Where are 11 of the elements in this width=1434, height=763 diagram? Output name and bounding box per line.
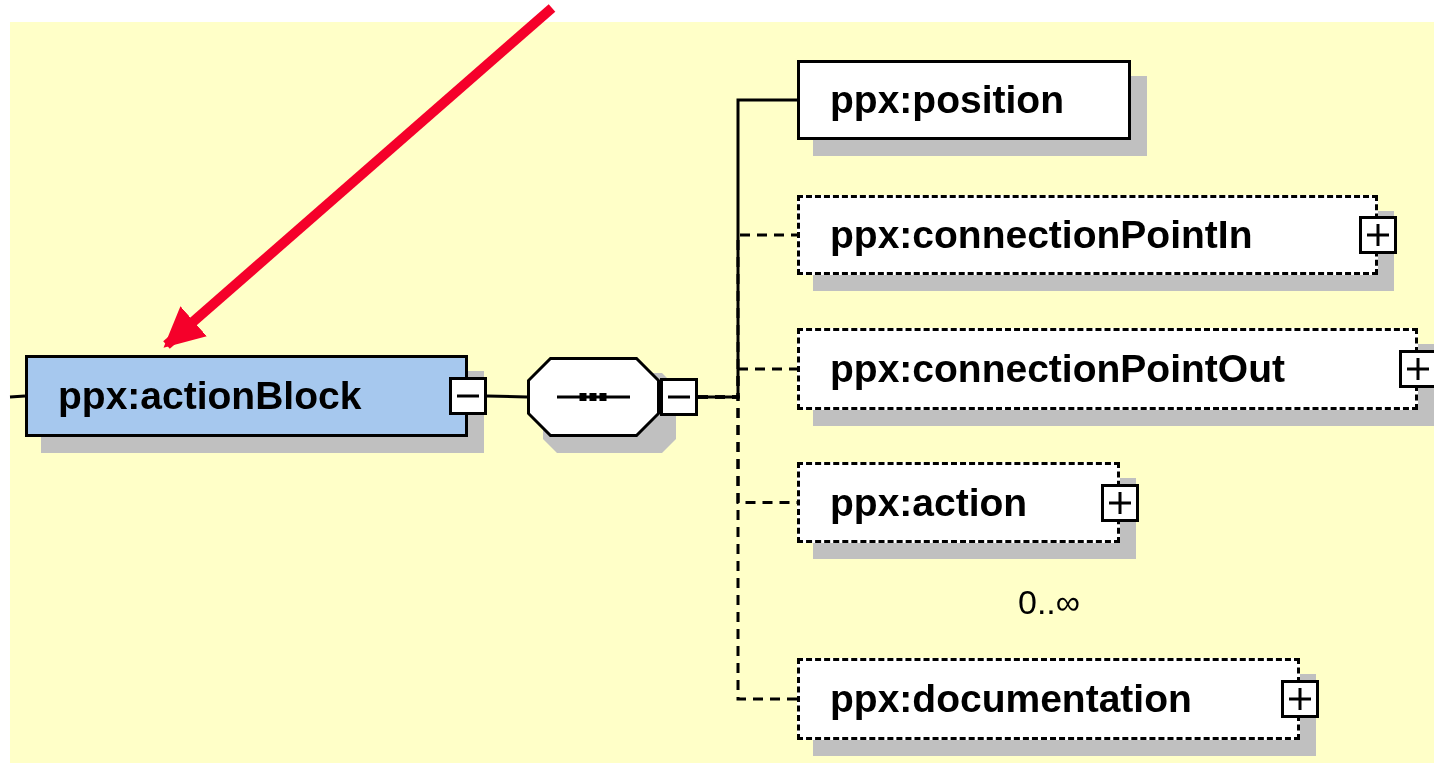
element-name: ppx:documentation bbox=[829, 677, 1192, 721]
arrow bbox=[163, 4, 556, 349]
connector-line bbox=[9, 394, 26, 399]
connector-line bbox=[486, 394, 528, 399]
element-name: ppx:connectionPointOut bbox=[829, 347, 1285, 391]
element-name: ppx:connectionPointIn bbox=[829, 213, 1253, 257]
element-name: ppx:actionBlock bbox=[57, 374, 362, 418]
connector-line bbox=[698, 395, 797, 701]
element-name: ppx:position bbox=[829, 78, 1064, 122]
occurrence-label: 0..∞ bbox=[1018, 583, 1081, 622]
element-name: ppx:action bbox=[829, 480, 1028, 525]
